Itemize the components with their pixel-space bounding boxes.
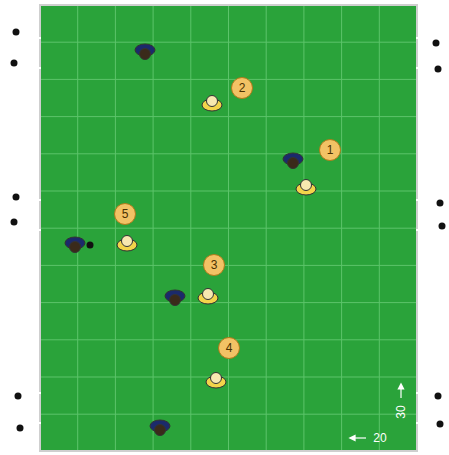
ball <box>87 242 94 249</box>
pitch <box>40 5 417 451</box>
grid-lines <box>41 6 416 450</box>
callout-number: 4 <box>218 337 240 359</box>
dimension-label: 30 <box>394 405 408 418</box>
player <box>65 237 85 253</box>
player <box>296 180 316 196</box>
goals <box>36 38 421 423</box>
players <box>65 44 316 436</box>
player <box>117 236 137 252</box>
callout-number: 2 <box>231 77 253 99</box>
player <box>135 44 155 60</box>
player <box>150 420 170 436</box>
callout-number: 1 <box>319 139 341 161</box>
dimension-arrow <box>400 386 401 398</box>
dimension-arrow <box>352 437 366 438</box>
callout-number: 3 <box>203 254 225 276</box>
player <box>206 373 226 389</box>
player <box>165 290 185 306</box>
player <box>283 153 303 169</box>
player <box>202 96 222 112</box>
dimension-label: 20 <box>373 431 386 445</box>
cones <box>11 29 446 432</box>
player <box>198 289 218 305</box>
callout-number: 5 <box>114 203 136 225</box>
